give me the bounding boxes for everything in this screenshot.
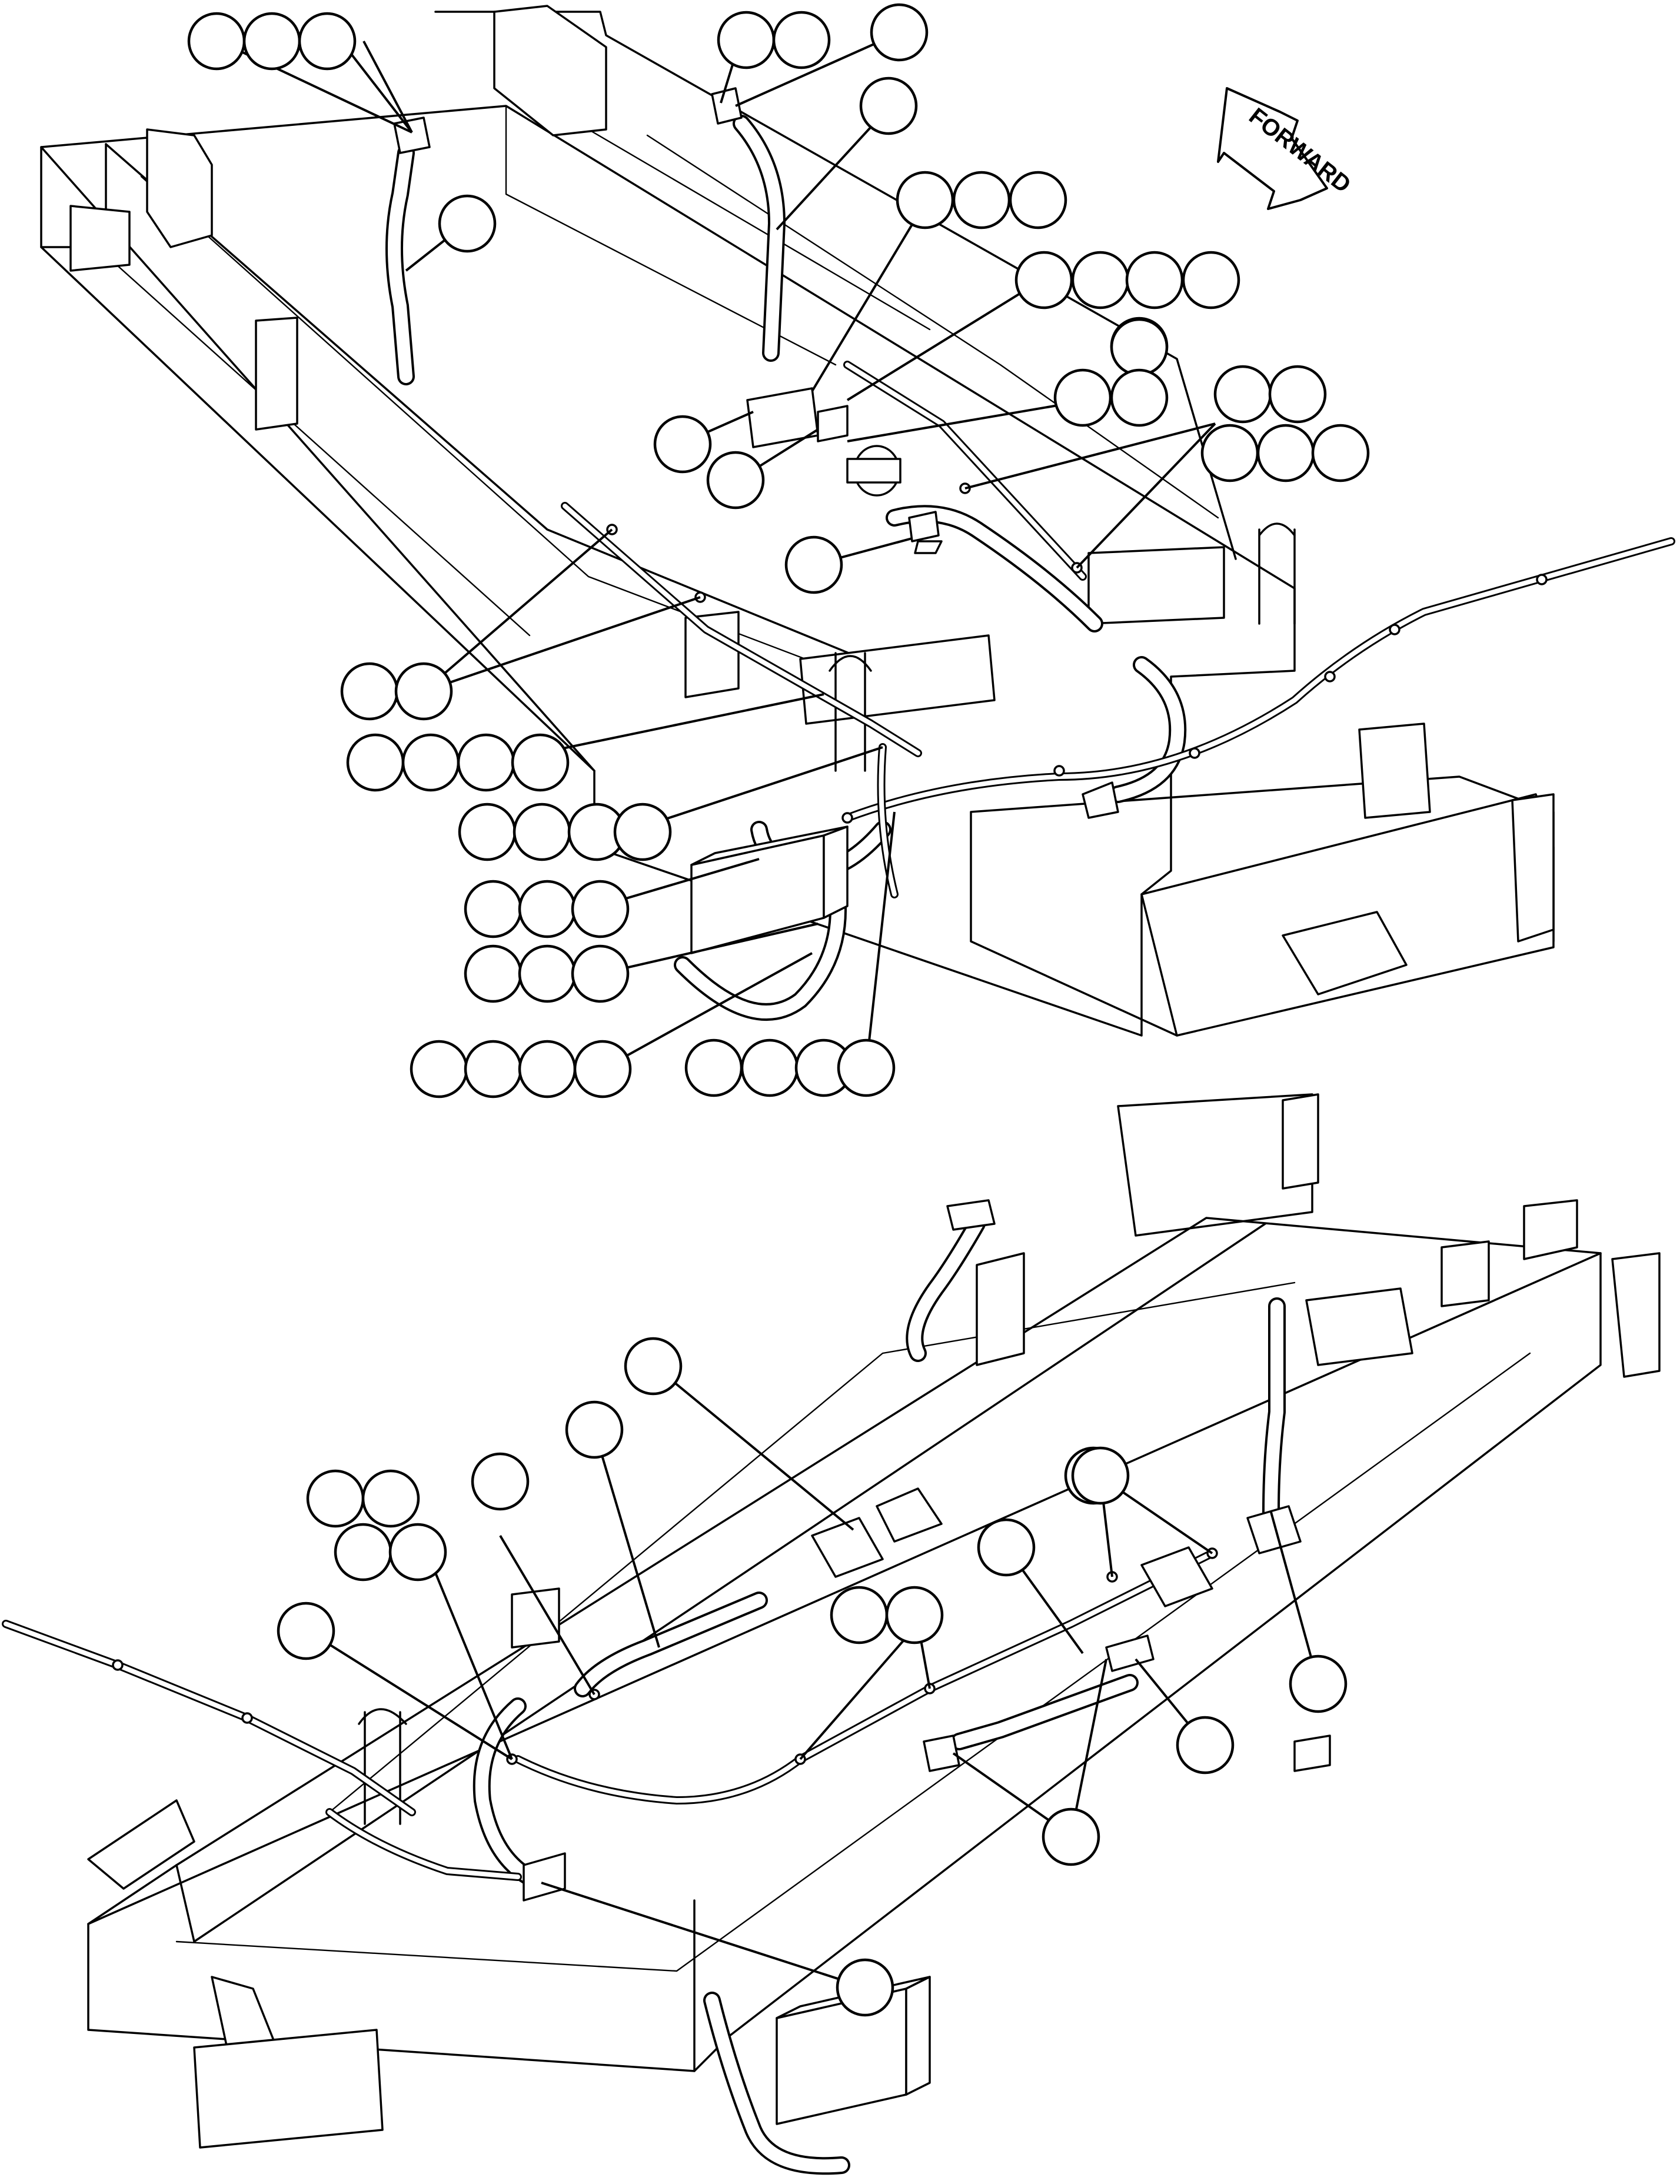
- upper-components: [393, 87, 1548, 954]
- callout-balloon: [457, 733, 515, 792]
- callout-balloon: [458, 803, 517, 861]
- callout-balloon: [1071, 251, 1130, 309]
- callout-balloon: [684, 1038, 743, 1097]
- callout-balloon: [388, 1523, 447, 1582]
- callout-balloon: [830, 1586, 889, 1644]
- callout-balloon: [306, 1469, 365, 1528]
- lower-leader-lines: [305, 1364, 1319, 1989]
- callout-balloon: [410, 1040, 468, 1098]
- callout-balloon: [518, 880, 577, 938]
- callout-balloon: [511, 733, 570, 792]
- callout-balloon: [573, 1040, 632, 1098]
- callout-balloon: [401, 733, 460, 792]
- callout-balloon: [613, 803, 672, 861]
- callout-balloon: [1213, 365, 1272, 424]
- callout-balloon: [513, 803, 571, 861]
- callout-balloon: [1182, 251, 1240, 309]
- callout-balloon: [571, 944, 630, 1003]
- callout-balloon: [518, 944, 577, 1003]
- callout-balloon: [1053, 368, 1112, 427]
- callout-balloon: [977, 1518, 1036, 1577]
- callout-balloon: [836, 1958, 894, 2017]
- callout-balloon: [1110, 318, 1169, 377]
- callout-balloon: [471, 1452, 530, 1511]
- callout-balloon: [1176, 1716, 1235, 1774]
- callout-balloon: [1009, 171, 1067, 229]
- callout-balloon: [334, 1523, 392, 1582]
- lower-components: [112, 1199, 1302, 2125]
- upper-tubes: [561, 361, 1675, 898]
- callout-balloon: [1110, 368, 1169, 427]
- callout-balloon: [740, 1038, 799, 1097]
- callout-balloon: [784, 535, 843, 594]
- callout-balloon: [464, 944, 523, 1003]
- callout-balloon: [571, 880, 630, 938]
- callout-balloon: [438, 194, 497, 253]
- callout-balloon: [464, 1040, 523, 1098]
- upper-assembly-view: FORWARD: [40, 5, 1675, 1070]
- callout-balloon: [837, 1038, 896, 1097]
- callout-balloon: [1200, 424, 1259, 482]
- upper-frame: [40, 5, 1555, 1037]
- callout-balloon: [518, 1040, 577, 1098]
- callout-balloon: [772, 11, 831, 69]
- callout-balloon: [885, 1586, 944, 1644]
- callout-balloon: [346, 733, 405, 792]
- callout-balloon: [565, 1400, 624, 1459]
- callout-balloon: [1289, 1654, 1348, 1713]
- callout-balloon: [1014, 251, 1073, 309]
- callout-balloon: [717, 11, 776, 69]
- callout-balloon: [859, 76, 918, 135]
- callout-balloon: [187, 12, 246, 71]
- callout-balloon: [896, 171, 954, 229]
- callout-balloon: [464, 880, 523, 938]
- lower-assembly-view: [2, 1093, 1661, 2175]
- callout-balloon: [1125, 251, 1184, 309]
- callout-balloon: [298, 12, 357, 71]
- callout-balloon: [277, 1602, 335, 1660]
- callout-balloon: [952, 171, 1011, 229]
- upper-hoses: [385, 115, 1187, 1021]
- callout-balloon: [340, 662, 399, 721]
- forward-arrow: FORWARD: [1217, 87, 1356, 210]
- callout-balloon: [870, 3, 929, 62]
- callout-balloon: [624, 1337, 683, 1396]
- callout-balloon: [1311, 424, 1370, 482]
- callout-balloon: [653, 415, 712, 474]
- callout-balloon: [394, 662, 453, 721]
- callout-balloon: [242, 12, 301, 71]
- callout-balloon: [706, 451, 765, 510]
- callout-balloon: [1256, 424, 1315, 482]
- callout-balloon: [1071, 1446, 1130, 1505]
- lower-frame: [87, 1093, 1661, 2149]
- callout-balloon: [1042, 1807, 1100, 1866]
- callout-balloon: [1268, 365, 1327, 424]
- callout-balloon: [361, 1469, 420, 1528]
- callout-balloons: [187, 3, 1370, 2017]
